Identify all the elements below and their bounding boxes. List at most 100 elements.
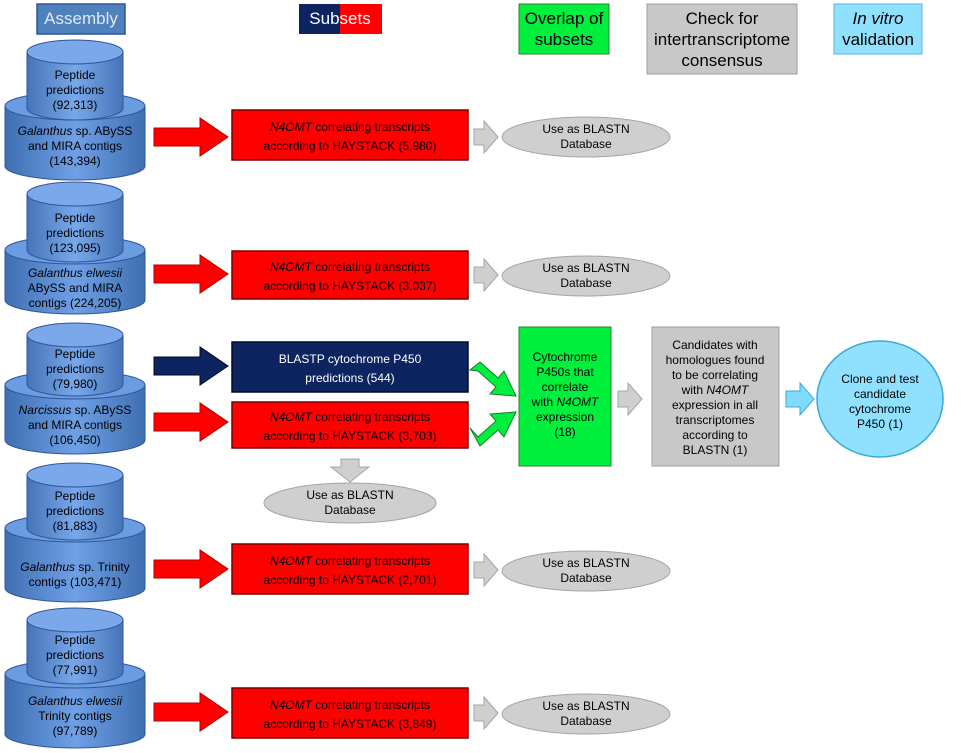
db-label-2: Database [560,276,612,290]
subset-label-1: N4OMT correlating transcripts [270,120,430,134]
red-arrow [153,117,229,157]
contig-label-2: ABySS and MIRA [28,281,123,295]
subset-label-2: according to HAYSTACK (3,037) [264,279,437,293]
peptide-label-2: predictions [46,362,104,376]
consensus-label-7: according to [682,428,748,442]
contig-label-1: Galanthus sp. Trinity [20,560,129,574]
clone-label-1: Clone and test [841,372,919,386]
subset-label-2: according to HAYSTACK (3,703) [264,429,437,443]
blastp-label-1: BLASTP cytochrome P450 [279,352,422,366]
overlap-label-1: Cytochrome [533,350,598,364]
db-label-2: Database [324,503,376,517]
subset-label-1: N4OMT correlating transcripts [270,410,430,424]
peptide-label-2: predictions [46,504,104,518]
db-label-1: Use as BLASTN [306,488,393,502]
blastn-db-ellipse [501,255,671,297]
subset-box [231,687,469,739]
assembly-row-2: Peptide predictions (123,095) Galanthus … [4,181,671,315]
overlap-label-5: expression [536,410,594,424]
contig-label-1: Galanthus sp. ABySS [18,124,133,138]
peptide-count: (77,991) [53,663,98,677]
header-invitro-line1: In vitro [852,9,903,28]
gray-arrow [473,119,499,155]
db-label-2: Database [560,137,612,151]
green-arrow-upper [468,361,517,397]
header-invitro-line2: validation [842,30,914,49]
assembly-row-4: Peptide predictions (81,883) Galanthus s… [4,462,671,603]
header-overlap-line1: Overlap of [525,9,604,28]
assembly-row-5: Peptide predictions (77,991) Galanthus e… [4,607,671,749]
green-arrow-lower [469,411,517,447]
peptide-count: (81,883) [53,519,98,533]
blastn-db-ellipse [263,482,437,524]
peptide-label-2: predictions [46,226,104,240]
gray-arrow [473,695,499,731]
subset-label-2: according to HAYSTACK (3,849) [264,717,437,731]
assembly-row-1: Peptide predictions (92,313) Galanthus s… [4,39,671,181]
subset-box [231,401,469,449]
header-check: Check for intertranscriptome consensus [646,3,798,75]
db-label-1: Use as BLASTN [542,261,629,275]
contig-label-3: contigs (224,205) [29,296,122,310]
consensus-label-8: BLASTN (1) [683,443,748,457]
peptide-label-1: Peptide [55,633,96,647]
subset-label-1: N4OMT correlating transcripts [270,698,430,712]
header-overlap-line2: subsets [535,30,594,49]
gray-arrow [473,552,499,588]
header-check-line2: intertranscriptome [654,30,790,49]
light-blue-arrow [785,381,815,417]
consensus-label-5: expression in all [672,398,758,412]
db-label-1: Use as BLASTN [542,699,629,713]
contig-label-2: contigs (103,471) [29,575,122,589]
blastn-db-ellipse [501,550,671,592]
peptide-cylinder [26,462,124,541]
overlap-label-3: correlate [542,380,589,394]
header-invitro: In vitro validation [833,3,923,55]
contig-label-1: Narcissus sp. ABySS [19,403,132,417]
red-arrow [153,402,229,442]
subset-box [231,109,469,161]
peptide-cylinder [26,181,124,263]
clone-label-4: P450 (1) [857,417,903,431]
contig-label-2: and MIRA contigs [28,139,122,153]
clone-ellipse [816,340,944,458]
overlap-label-4: with N4OMT [531,395,600,409]
peptide-label-1: Peptide [55,68,96,82]
header-assembly-label: Assembly [44,9,118,28]
consensus-box [651,326,780,467]
peptide-count: (92,313) [53,98,98,112]
navy-arrow [153,346,229,386]
consensus-label-2: homologues found [666,353,765,367]
clone-label-3: cytochrome [849,402,911,416]
header-overlap: Overlap of subsets [518,3,610,55]
subset-box [231,250,469,300]
contig-label-2: Trinity contigs [38,709,112,723]
peptide-cylinder [26,39,124,121]
header-subsets-label: Subsets [309,9,370,28]
contig-label-1: Galanthus elwesii [28,266,122,280]
subset-label-2: according to HAYSTACK (5,980) [264,139,437,153]
db-label-2: Database [560,571,612,585]
blastn-db-ellipse [501,116,671,158]
peptide-label-1: Peptide [55,211,96,225]
subset-label-1: N4OMT correlating transcripts [270,260,430,274]
blastp-box [231,341,469,393]
peptide-count: (79,980) [53,377,98,391]
overlap-label-2: P450s that [536,365,594,379]
blastp-label-2: predictions (544) [305,371,394,385]
contig-label-3: (97,789) [53,724,98,738]
peptide-label-1: Peptide [55,347,96,361]
peptide-label-1: Peptide [55,489,96,503]
peptide-count: (123,095) [49,241,100,255]
header-check-line3: consensus [681,51,762,70]
overlap-box [518,326,612,467]
contig-label-1: Galanthus elwesii [28,694,122,708]
overlap-label-6: (18) [554,425,575,439]
gray-arrow-to-consensus [617,381,643,417]
consensus-label-1: Candidates with [672,338,757,352]
header-check-line1: Check for [686,9,759,28]
peptide-label-2: predictions [46,648,104,662]
header-subsets: Subsets [299,4,382,34]
peptide-cylinder [26,322,124,397]
blastn-db-ellipse [501,693,671,735]
